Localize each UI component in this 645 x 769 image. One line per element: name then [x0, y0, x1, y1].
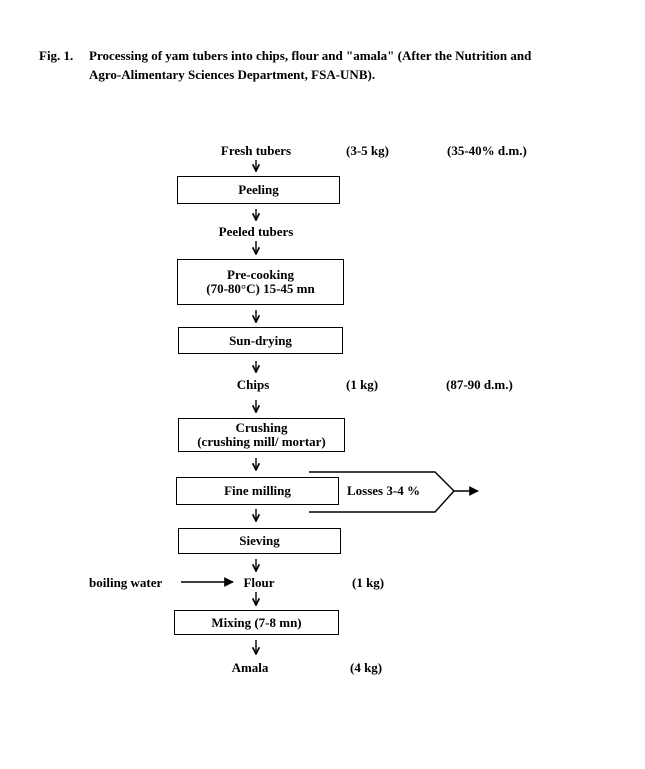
losses-outline-bottom [309, 490, 455, 513]
fine-milling-label: Fine milling [224, 483, 291, 498]
fresh-tubers-qty: (3-5 kg) [346, 143, 389, 158]
sieving-box: Sieving [178, 528, 341, 554]
losses-label: Losses 3-4 % [347, 483, 420, 498]
amala-qty: (4 kg) [350, 660, 383, 675]
fine-milling-box: Fine milling [176, 477, 339, 505]
amala-label: Amala [231, 660, 269, 675]
figure-number: Fig. 1. [39, 48, 74, 63]
precooking-box: Pre-cooking (70-80°C) 15-45 mn [177, 259, 344, 305]
mixing-box: Mixing (7-8 mn) [174, 610, 339, 635]
flour-label: Flour [243, 575, 275, 590]
figure-caption-line-1: Processing of yam tubers into chips, flo… [89, 48, 532, 63]
sun-drying-box: Sun-drying [178, 327, 343, 354]
peeled-tubers-label: Peeled tubers [218, 224, 294, 239]
peeling-box: Peeling [177, 176, 340, 204]
fresh-tubers-label: Fresh tubers [220, 143, 292, 158]
sun-drying-label: Sun-drying [229, 332, 292, 348]
chips-label: Chips [236, 377, 270, 392]
precooking-line-2: (70-80°C) 15-45 mn [206, 281, 315, 296]
flour-qty: (1 kg) [352, 575, 385, 590]
crushing-line-1: Crushing [235, 420, 288, 435]
sieving-label: Sieving [239, 533, 280, 548]
chips-dm: (87-90 d.m.) [446, 377, 513, 392]
crushing-line-2: (crushing mill/ mortar) [197, 434, 326, 449]
crushing-box: Crushing (crushing mill/ mortar) [178, 418, 345, 452]
precooking-line-1: Pre-cooking [227, 267, 294, 282]
boiling-water-label: boiling water [89, 575, 163, 590]
chips-qty: (1 kg) [346, 377, 379, 392]
fresh-tubers-dm: (35-40% d.m.) [447, 143, 527, 158]
mixing-label: Mixing (7-8 mn) [211, 614, 302, 630]
losses-outline-top [309, 471, 455, 492]
figure-caption-line-2: Agro-Alimentary Sciences Department, FSA… [89, 67, 376, 82]
peeling-label: Peeling [238, 182, 279, 197]
